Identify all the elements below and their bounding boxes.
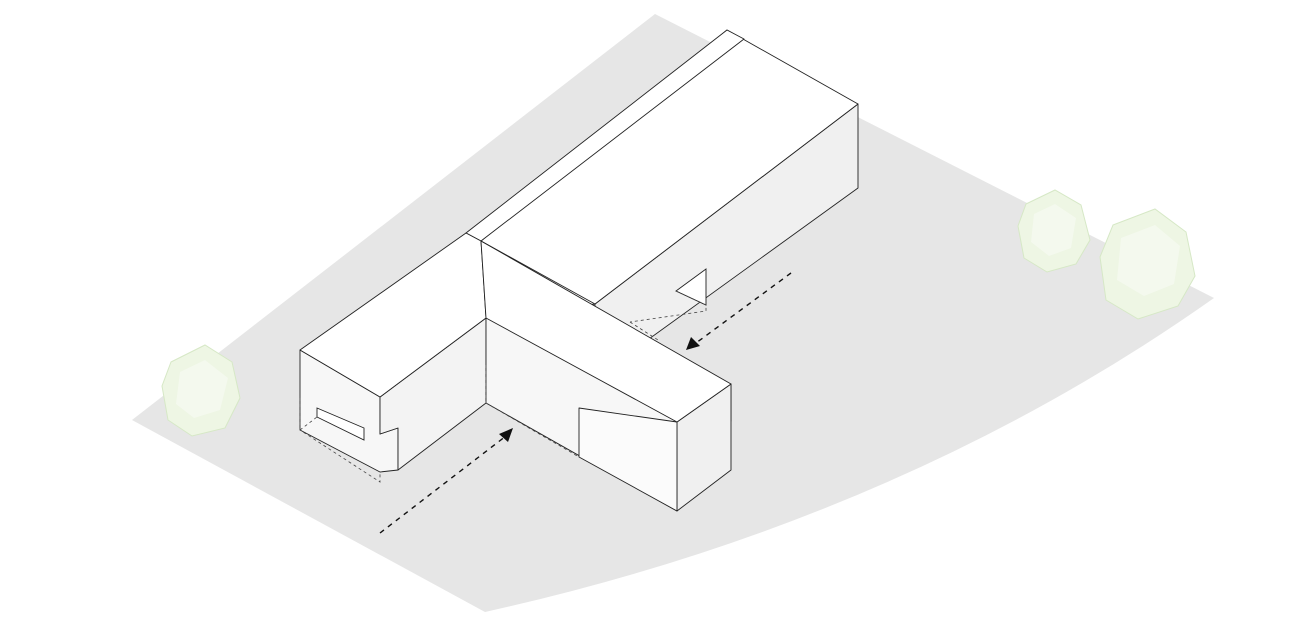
t-shaped-building	[299, 29, 859, 512]
stem-roof	[480, 240, 732, 423]
tree-right-small	[1017, 189, 1091, 273]
rear-opening	[675, 268, 707, 306]
left-wing-opening	[316, 407, 365, 441]
entrance-arrow-rear	[686, 272, 792, 350]
stem-front-lower	[578, 407, 678, 512]
tree-right-large	[1099, 208, 1196, 320]
tree-left	[161, 344, 241, 437]
entrance-arrow-front	[379, 428, 513, 534]
